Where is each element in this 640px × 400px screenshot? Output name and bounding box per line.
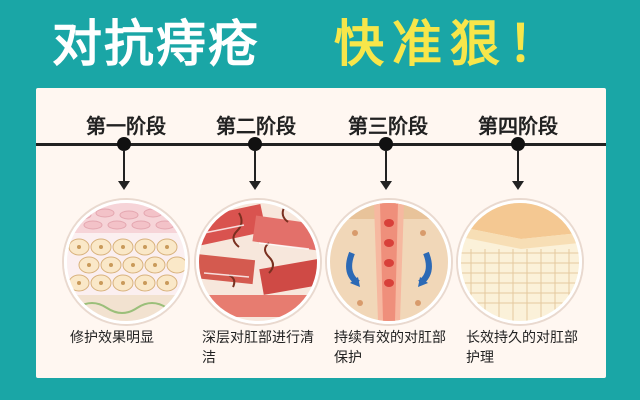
protection-vessel-icon <box>327 200 451 324</box>
timeline-dot-1 <box>117 137 131 151</box>
stage-1-label: 第一阶段 <box>86 114 166 138</box>
timeline-dot-3 <box>379 137 393 151</box>
stage-2-arrow-line <box>254 150 256 184</box>
stage-4-description: 长效持久的对肛部护理 <box>466 330 578 366</box>
stage-1-description: 修护效果明显 <box>70 330 154 346</box>
stage-4-label: 第四阶段 <box>478 114 558 138</box>
stage-4-arrow-line <box>517 150 519 184</box>
headline: 对抗痔疮 快准狠！ <box>0 0 640 88</box>
deep-clean-tissue-icon <box>196 200 320 324</box>
stage-2-label: 第二阶段 <box>216 114 296 138</box>
timeline-dot-2 <box>248 137 262 151</box>
stage-2-arrow-down-icon <box>249 181 261 190</box>
stage-3-arrow-line <box>385 150 387 184</box>
stage-3-arrow-down-icon <box>380 181 392 190</box>
stage-4-arrow-down-icon <box>512 181 524 190</box>
headline-main: 对抗痔疮 <box>52 15 260 73</box>
timeline-dot-4 <box>511 137 525 151</box>
stage-3-label: 第三阶段 <box>348 114 428 138</box>
long-term-care-skin-icon <box>458 200 582 324</box>
headline-accent: 快准狠！ <box>334 15 566 73</box>
stage-3-description: 持续有效的对肛部保护 <box>334 330 446 366</box>
timeline-line <box>36 143 606 146</box>
skin-repair-cells-icon <box>64 200 188 324</box>
stage-2-description: 深层对肛部进行清洁 <box>202 330 314 366</box>
stage-1-arrow-line <box>123 150 125 184</box>
stage-1-arrow-down-icon <box>118 181 130 190</box>
